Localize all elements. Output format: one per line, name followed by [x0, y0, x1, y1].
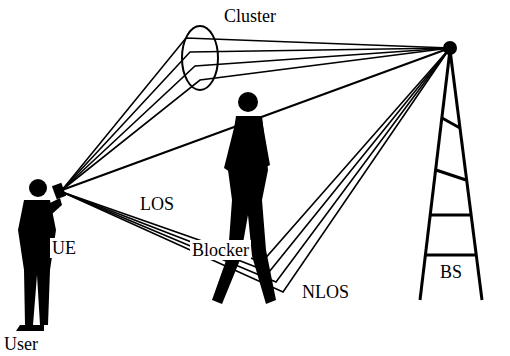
cluster-label: Cluster	[222, 6, 278, 26]
ue-label: UE	[50, 238, 78, 258]
cluster-ellipse	[182, 26, 218, 90]
antenna	[443, 41, 457, 55]
blocker-figure	[212, 92, 276, 304]
user-label: User	[2, 334, 40, 354]
los-label: LOS	[138, 194, 176, 214]
blocker-label: Blocker	[190, 240, 251, 260]
nlos-label: NLOS	[300, 282, 351, 302]
bs-label: BS	[438, 262, 464, 282]
base-station-tower	[420, 50, 482, 300]
